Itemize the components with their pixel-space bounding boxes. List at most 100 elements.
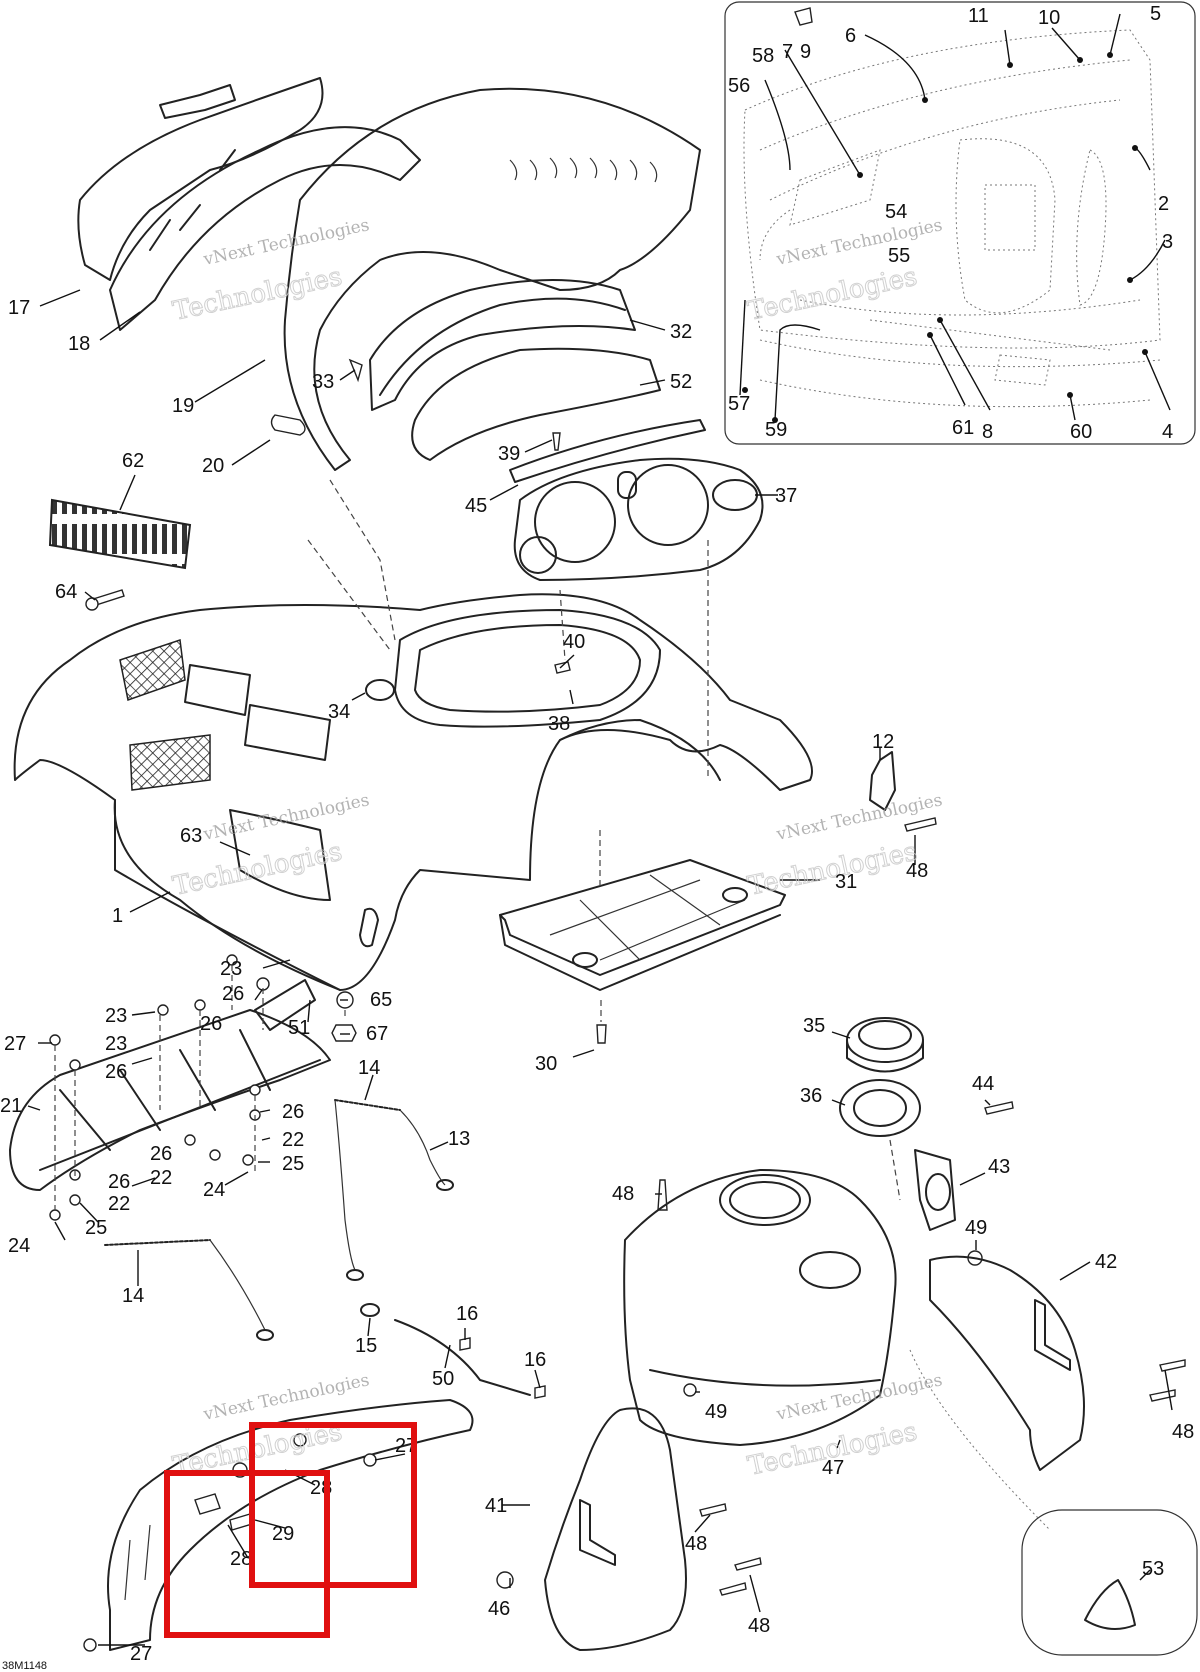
- callout-52: 52: [670, 371, 692, 393]
- callout-37: 37: [775, 485, 797, 507]
- callout-57: 57: [728, 393, 750, 415]
- callout-35: 35: [803, 1015, 825, 1037]
- bracket-21: [9, 954, 357, 1221]
- callout-18: 18: [68, 333, 90, 355]
- callout-2: 2: [1158, 193, 1169, 215]
- callout-5: 5: [1150, 3, 1161, 25]
- part-30-screw: [596, 1024, 607, 1044]
- inset-frame: [724, 1, 1196, 445]
- cables: [104, 1099, 546, 1399]
- callout-4: 4: [1162, 421, 1173, 443]
- watermark-5: vNext Technologies: [201, 1370, 371, 1425]
- part-15-ring: [360, 1303, 380, 1317]
- callout-60: 60: [1070, 421, 1092, 443]
- callout-12: 12: [872, 731, 894, 753]
- callout-26-f: 26: [108, 1171, 130, 1193]
- callout-54: 54: [885, 201, 907, 223]
- callout-26-c: 26: [105, 1061, 127, 1083]
- part-49-grommet-a: [683, 1383, 697, 1397]
- part-53-cap: [1084, 1579, 1136, 1630]
- callout-53: 53: [1142, 1558, 1164, 1580]
- callout-46: 46: [488, 1598, 510, 1620]
- part-18-shell: [109, 126, 421, 331]
- callout-11: 11: [968, 5, 989, 27]
- callout-21: 21: [0, 1095, 22, 1117]
- part-39-screw: [552, 432, 561, 451]
- part-47-housing: [623, 1169, 897, 1446]
- callout-31: 31: [835, 871, 857, 893]
- part-50-rod: [394, 1319, 531, 1396]
- watermark-1: vNext Technologies: [201, 215, 371, 270]
- callout-16-a: 16: [456, 1303, 478, 1325]
- part-14-spring-upper: [334, 1099, 401, 1111]
- callout-36: 36: [800, 1085, 822, 1107]
- part-46-grommet: [496, 1571, 514, 1589]
- part-32-trim: [369, 279, 636, 411]
- callout-22-a: 22: [282, 1129, 304, 1151]
- watermark-4-outline: Technologies: [745, 837, 920, 902]
- callout-26-d: 26: [282, 1101, 304, 1123]
- part-43-gasket: [914, 1149, 956, 1231]
- callout-44: 44: [972, 1073, 994, 1095]
- part-40-screw: [554, 661, 571, 674]
- callout-38: 38: [548, 713, 570, 735]
- callout-50: 50: [432, 1368, 454, 1390]
- callout-49-b: 49: [705, 1401, 727, 1423]
- inset-53: [1021, 1509, 1198, 1656]
- callout-48-right: 48: [1172, 1421, 1194, 1443]
- callout-48-low-a: 48: [685, 1533, 707, 1555]
- diagram-code: 38M1148: [2, 1660, 47, 1672]
- callout-26-a: 26: [222, 983, 244, 1005]
- part-48-rivet-mid: [657, 1179, 668, 1211]
- right-assemblies: [496, 1017, 1186, 1651]
- callout-20: 20: [202, 455, 224, 477]
- part-19-shell: [283, 87, 701, 471]
- callout-42: 42: [1095, 1251, 1117, 1273]
- callout-61: 61: [952, 417, 974, 439]
- callout-39: 39: [498, 443, 520, 465]
- part-34-grommet: [365, 679, 395, 701]
- tray-31: [499, 859, 786, 1044]
- part-35-nut: [846, 1017, 924, 1073]
- callout-23-a: 23: [220, 958, 242, 980]
- part-1-mesh-lower: [129, 734, 211, 791]
- callout-49-a: 49: [965, 1217, 987, 1239]
- watermark-1-outline: Technologies: [170, 262, 345, 327]
- part-lower-bracket: [107, 1399, 474, 1651]
- callout-59: 59: [765, 419, 787, 441]
- callout-40: 40: [563, 631, 585, 653]
- callout-13: 13: [448, 1128, 470, 1150]
- highlight-box-upper: [249, 1422, 417, 1588]
- callout-1: 1: [112, 905, 123, 927]
- part-48-rivet-top: [904, 817, 937, 832]
- callout-27-c: 27: [130, 1643, 152, 1665]
- callout-58: 58: [752, 45, 774, 67]
- callout-22-c: 22: [108, 1193, 130, 1215]
- visor-group: [348, 279, 661, 461]
- part-31-tray: [499, 859, 786, 976]
- callout-41: 41: [485, 1495, 507, 1517]
- callout-55: 55: [888, 245, 910, 267]
- part-16-clip-b: [534, 1385, 546, 1399]
- part-14-spring-lower: [104, 1239, 211, 1246]
- callout-67: 67: [366, 1023, 388, 1045]
- part-62-vent: [48, 498, 192, 570]
- callout-7: 7: [782, 41, 793, 63]
- callout-48-mid: 48: [612, 1183, 634, 1205]
- callout-43: 43: [988, 1156, 1010, 1178]
- highlight-box-lower: [164, 1470, 330, 1638]
- watermark-2: vNext Technologies: [774, 215, 944, 270]
- part-37-bezel: [513, 457, 764, 581]
- part-36-washer: [839, 1079, 921, 1137]
- part-44-rivet: [984, 1101, 1014, 1115]
- callout-48-low-b: 48: [748, 1615, 770, 1637]
- callout-62: 62: [122, 450, 144, 472]
- part-20-clip: [270, 414, 306, 436]
- callout-14-a: 14: [358, 1057, 380, 1079]
- watermark-6: vNext Technologies: [774, 1370, 944, 1425]
- callout-29: 29: [272, 1523, 294, 1545]
- callout-23-b: 23: [105, 1005, 127, 1027]
- callout-3: 3: [1162, 231, 1173, 253]
- part-1-body: [13, 593, 813, 991]
